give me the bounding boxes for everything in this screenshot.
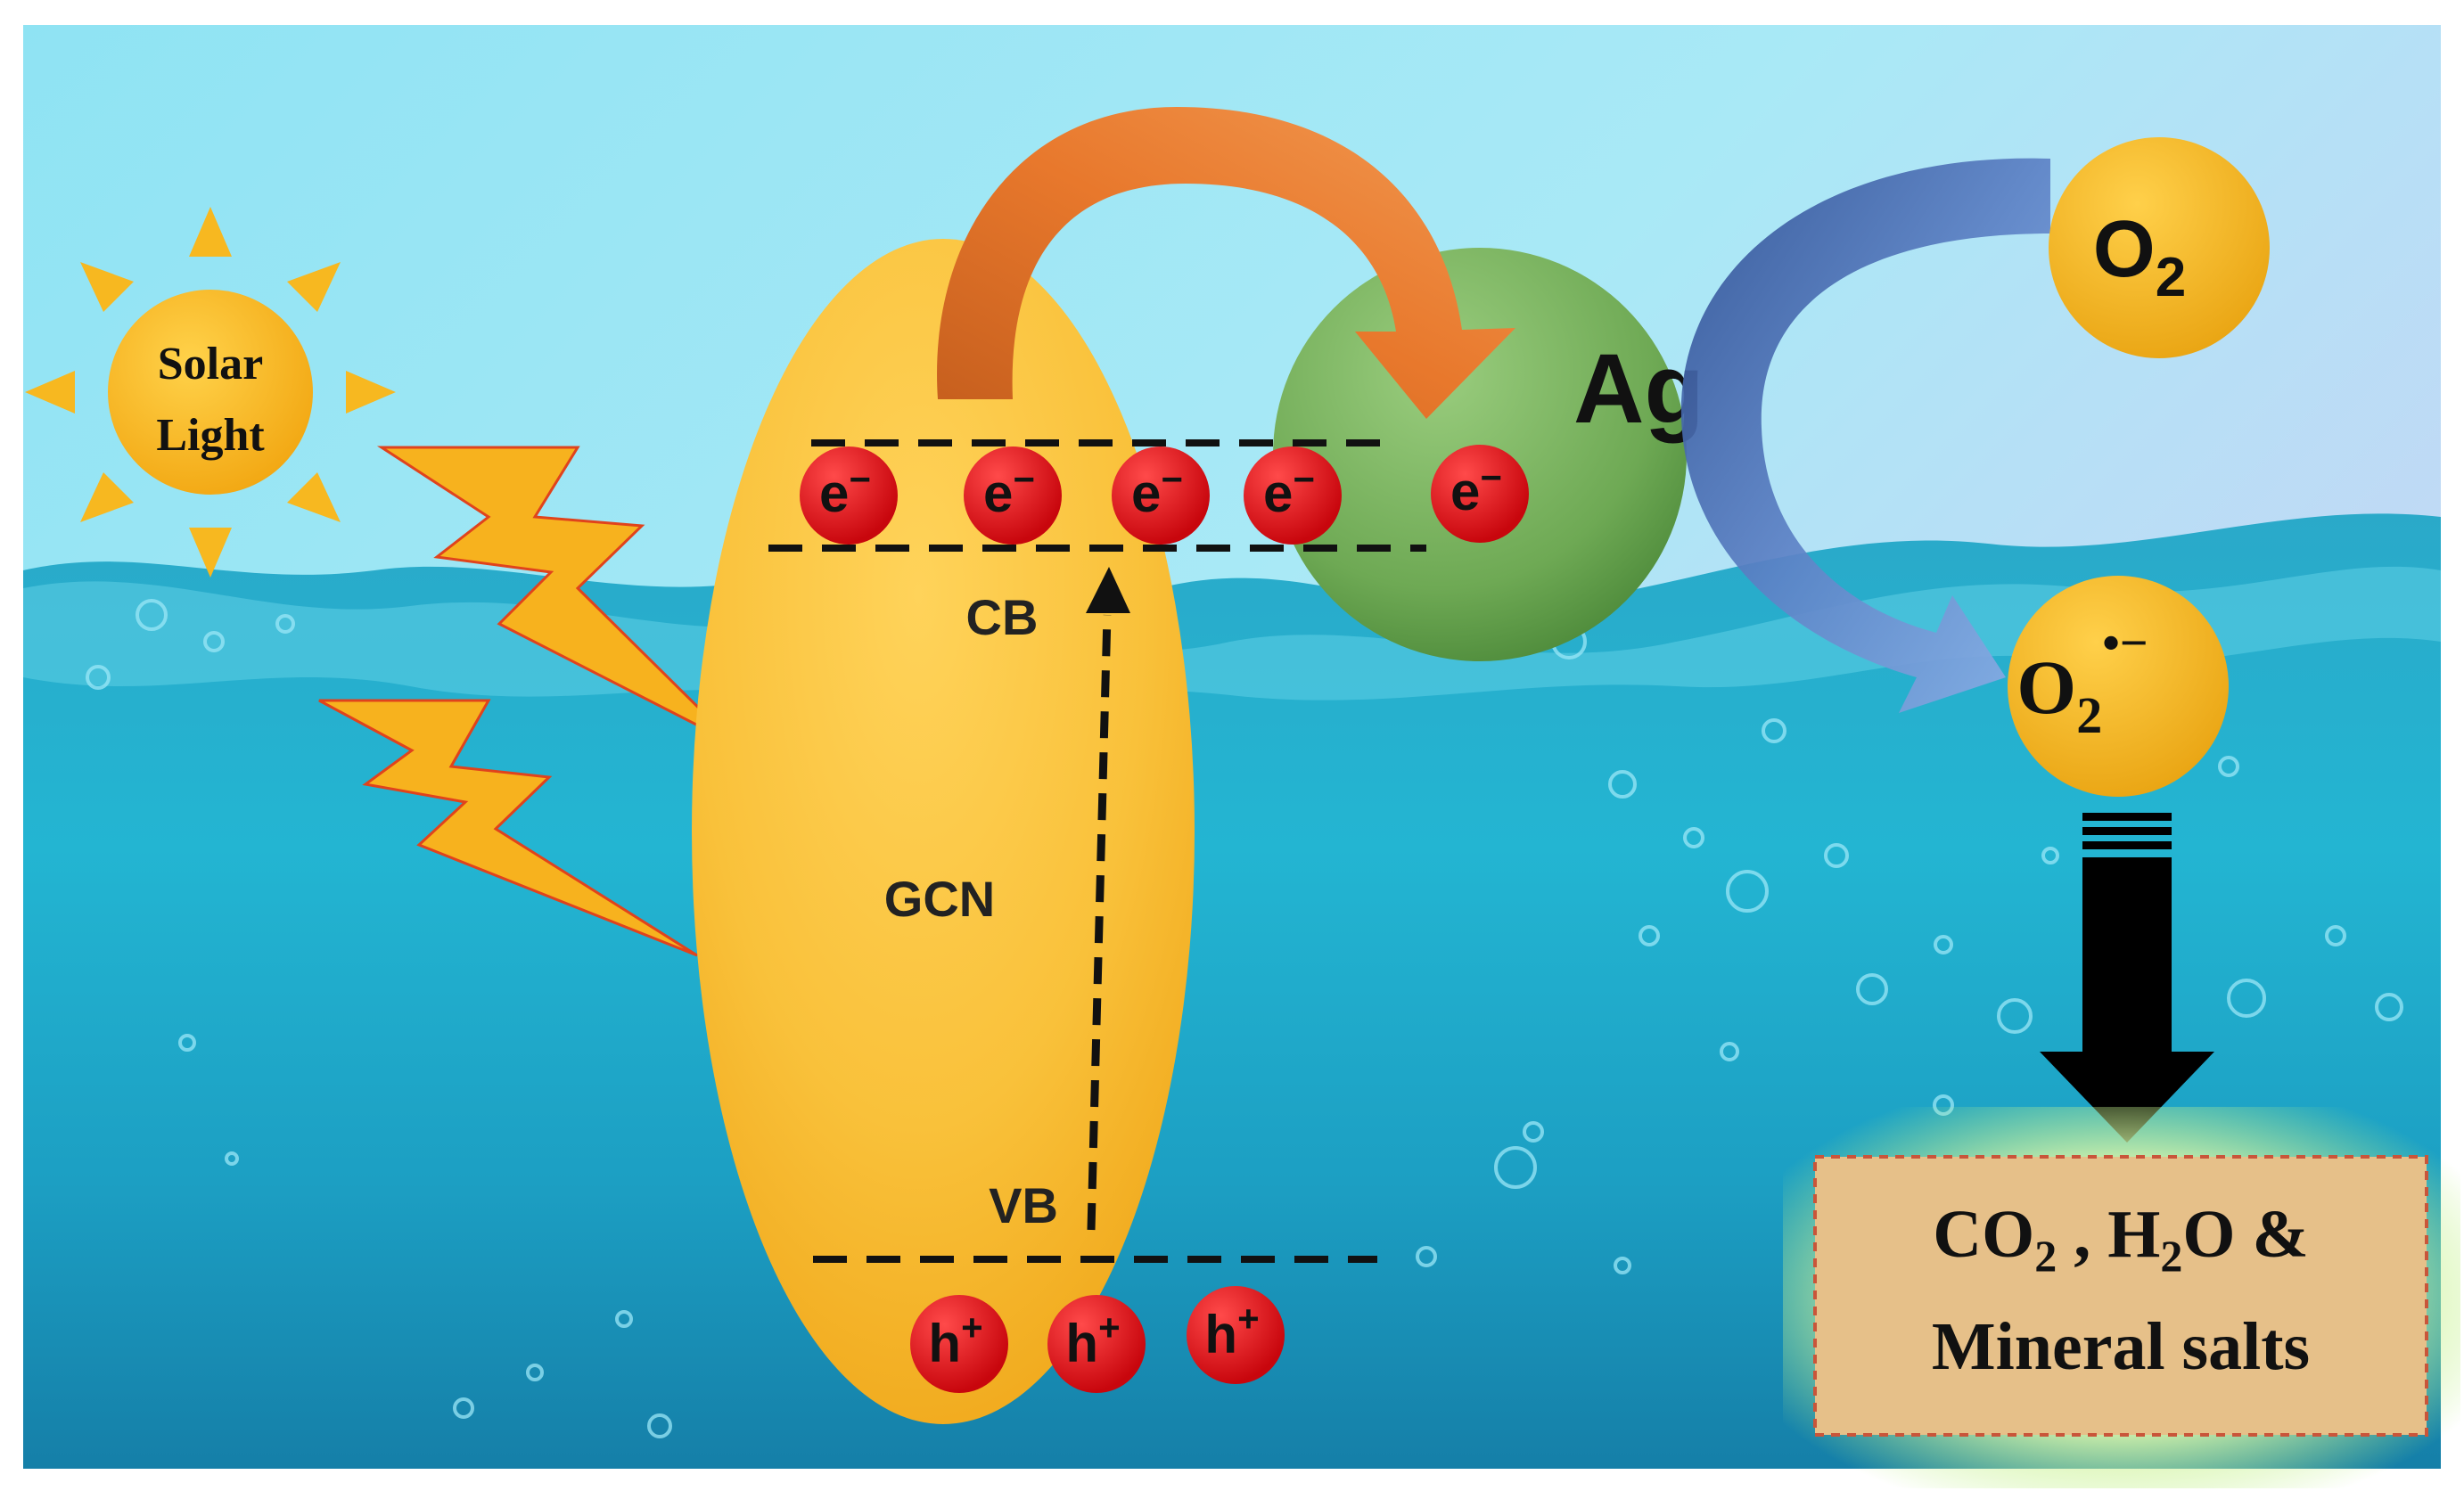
vb-label: VB [989,1177,1058,1233]
hole: h+ [1047,1295,1146,1393]
electron-on-silver: e− [1431,445,1529,543]
svg-text:e−: e− [819,458,871,523]
sun-label-line2: Light [156,410,265,461]
svg-text:O2•−: O2•− [2016,616,2148,744]
svg-text:h+: h+ [1204,1298,1259,1364]
sun-disc [108,290,313,495]
cb-label: CB [966,589,1039,645]
svg-text:e−: e− [1263,458,1315,523]
products-box [1813,1155,2428,1437]
svg-text:e−: e− [983,458,1035,523]
hole: h+ [1187,1286,1285,1384]
electron: e− [1112,446,1210,545]
sun-label-line1: Solar [158,339,263,389]
superoxide-radical: O2•− [2008,576,2229,797]
sun-rays [25,207,396,578]
svg-text:O2: O2 [2093,205,2187,308]
electron: e− [964,446,1062,545]
lightning-bolt-lower [318,699,698,957]
excitation-arrow-shaft [1087,614,1112,1231]
electron: e− [800,446,898,545]
sun: Solar Light [25,207,396,578]
svg-text:h+: h+ [928,1307,982,1373]
oxygen-reduction-arrow [1680,158,2050,713]
degradation-arrow [2040,813,2214,1143]
electron-transfer-arrow [937,107,1515,419]
products-line1: CO2 , H2O & [1933,1197,2309,1281]
gcn-label: GCN [884,871,995,927]
hole: h+ [910,1295,1008,1393]
gcn-particle [692,239,1195,1424]
electron: e− [1244,446,1342,545]
excitation-arrow-head [1086,567,1130,613]
products-line2: Mineral salts [1932,1309,2310,1384]
svg-text:h+: h+ [1065,1307,1120,1373]
svg-text:e−: e− [1450,456,1502,521]
oxygen-molecule: O2 [2049,137,2270,358]
svg-text:e−: e− [1131,458,1183,523]
